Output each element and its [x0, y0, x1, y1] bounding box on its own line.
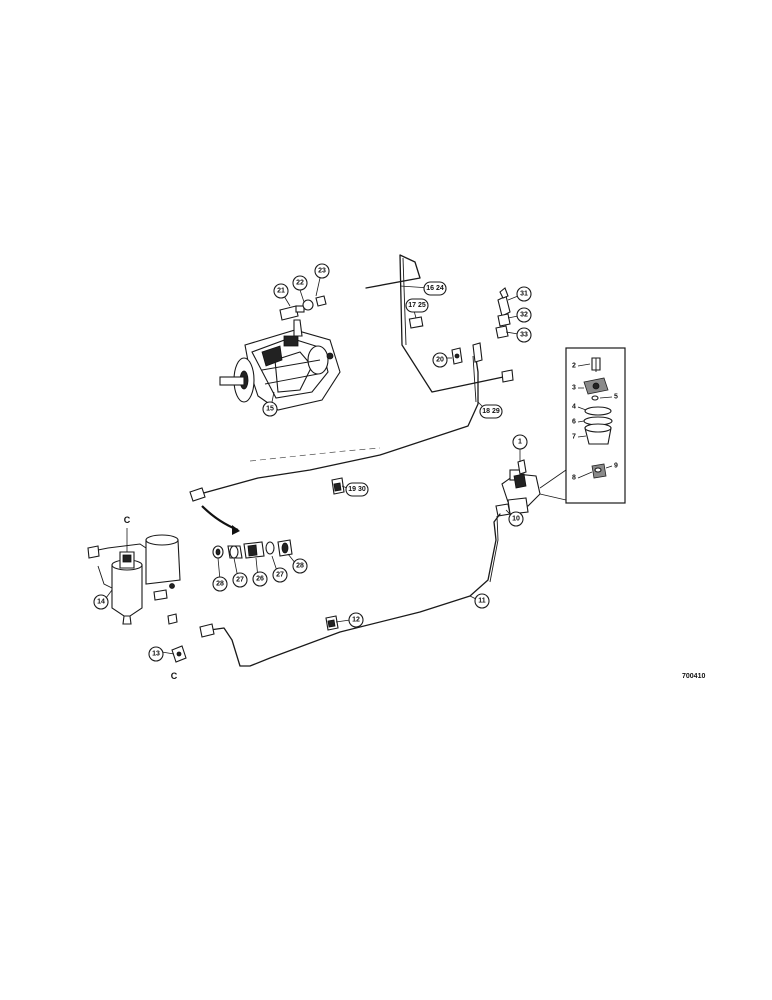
callout-31: 31 [516, 286, 532, 302]
injection-pump [219, 329, 341, 411]
section-mark-upper: C [124, 515, 131, 525]
callout-19-30: 19 30 [345, 482, 369, 497]
callout-17-25: 17 25 [405, 298, 429, 313]
callout-14: 14 [93, 594, 109, 610]
callout-33: 33 [516, 327, 532, 343]
leader-lines [105, 277, 521, 655]
svg-text:12: 12 [352, 617, 360, 624]
callout-20: 20 [432, 352, 448, 368]
callout-27-right: 27 [272, 567, 288, 583]
inset-item-3: 3 [572, 385, 576, 392]
fitting-20 [451, 347, 463, 365]
inset-item-2: 2 [572, 363, 576, 370]
svg-text:28: 28 [216, 581, 224, 588]
tube-16 [365, 254, 514, 393]
svg-text:10: 10 [512, 516, 520, 523]
fittings-31-32-33 [495, 287, 511, 339]
svg-text:21: 21 [277, 288, 285, 295]
svg-text:27: 27 [236, 577, 244, 584]
svg-text:23: 23 [318, 268, 326, 275]
callout-18-29: 18 29 [479, 404, 503, 419]
svg-text:13: 13 [152, 651, 160, 658]
svg-text:26: 26 [256, 576, 264, 583]
svg-text:31: 31 [520, 291, 528, 298]
inset-item-9: 9 [614, 463, 618, 470]
center-line [249, 447, 381, 462]
callout-11: 11 [474, 593, 490, 609]
callout-28-right: 28 [292, 558, 308, 574]
pump-top-fittings [279, 295, 327, 337]
clip-19-30 [331, 477, 345, 495]
inset-item-8: 8 [572, 475, 576, 482]
callout-12: 12 [348, 612, 364, 628]
callout-32: 32 [516, 307, 532, 323]
callout-23: 23 [314, 263, 330, 279]
svg-text:14: 14 [97, 599, 105, 606]
tube-18 [189, 342, 483, 502]
svg-text:19 30: 19 30 [348, 486, 366, 493]
callout-28-left: 28 [212, 576, 228, 592]
curved-pointer-head [232, 525, 240, 535]
svg-text:18 29: 18 29 [482, 408, 500, 415]
svg-text:22: 22 [296, 280, 304, 287]
svg-text:20: 20 [436, 357, 444, 364]
callout-16-24: 16 24 [423, 281, 447, 296]
filter-14 [87, 534, 181, 625]
callout-27-left: 27 [232, 572, 248, 588]
inset-item-numbers: 2 3 4 5 6 7 8 9 [572, 363, 618, 482]
svg-text:11: 11 [478, 598, 486, 605]
fitting-13 [171, 645, 187, 663]
callout-21: 21 [273, 283, 289, 299]
callout-10: 10 [508, 511, 524, 527]
callout-15: 15 [262, 401, 278, 417]
svg-text:17 25: 17 25 [408, 302, 426, 309]
clip-12 [325, 615, 339, 631]
svg-text:33: 33 [520, 332, 528, 339]
callout-1: 1 [512, 434, 528, 450]
svg-text:16 24: 16 24 [426, 285, 444, 292]
tube-11 [199, 513, 501, 667]
svg-text:1: 1 [518, 439, 522, 446]
callout-26: 26 [252, 571, 268, 587]
svg-text:15: 15 [266, 406, 274, 413]
callout-13: 13 [148, 646, 164, 662]
fittings-26-27-28 [212, 539, 293, 559]
svg-text:32: 32 [520, 312, 528, 319]
inset-item-4: 4 [572, 404, 576, 411]
svg-text:28: 28 [296, 563, 304, 570]
section-mark-lower: C [171, 671, 178, 681]
inset-item-7: 7 [572, 434, 576, 441]
inset-box [565, 347, 626, 504]
fuel-filter-head [495, 459, 567, 517]
inset-item-5: 5 [614, 394, 618, 401]
svg-text:27: 27 [276, 572, 284, 579]
inset-item-6: 6 [572, 419, 576, 426]
drawing-reference-number: 700410 [682, 673, 705, 680]
callout-22: 22 [292, 275, 308, 291]
